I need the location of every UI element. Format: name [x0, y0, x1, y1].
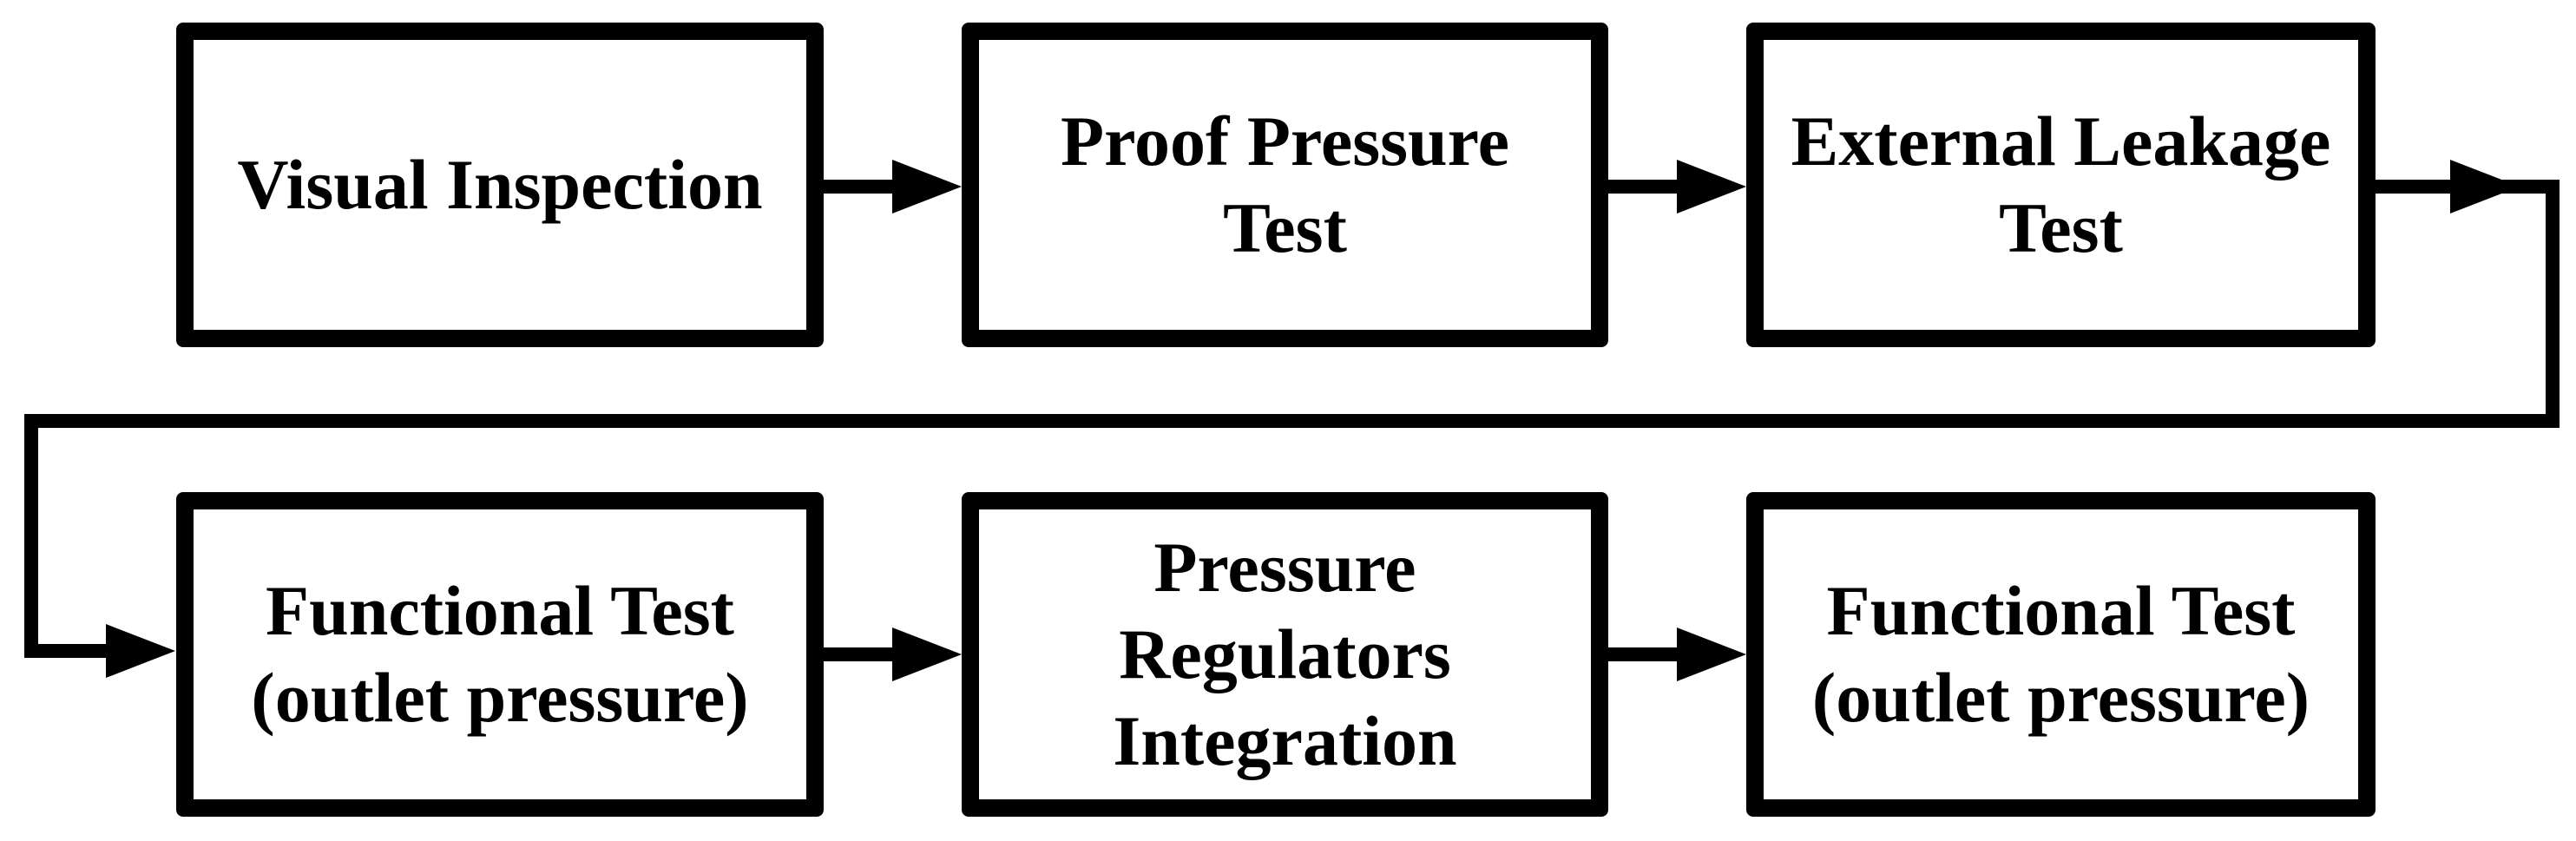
arrow-shaft-visual-to-proof: [823, 180, 896, 194]
node-label-line: Functional Test: [266, 571, 734, 650]
arrow-shaft-functional-to-integration: [823, 647, 896, 661]
arrowhead-proof-to-external: [1677, 160, 1746, 214]
connector-left-vertical: [24, 414, 38, 658]
node-label-line: Visual Inspection: [237, 145, 763, 224]
flow-node-visual-inspection: Visual Inspection: [176, 23, 824, 347]
flow-node-external-leakage-test: External Leakage Test: [1746, 23, 2376, 347]
node-label-line: Pressure: [1153, 528, 1416, 607]
arrow-shaft-integration-to-functional: [1608, 647, 1681, 661]
connector-right-vertical: [2546, 180, 2560, 428]
node-label-line: (outlet pressure): [1811, 658, 2310, 737]
flow-node-functional-test-1: Functional Test (outlet pressure): [176, 492, 824, 817]
arrowhead-integration-to-functional: [1677, 627, 1746, 681]
arrowhead-connector-direction: [2450, 160, 2520, 214]
node-label-line: External Leakage: [1791, 102, 2331, 181]
arrowhead-functional-to-integration: [892, 627, 962, 681]
connector-long-horizontal: [24, 414, 2560, 428]
flow-node-proof-pressure-test: Proof Pressure Test: [962, 23, 1608, 347]
node-label-line: Test: [1223, 188, 1347, 267]
node-label-line: Proof Pressure: [1061, 102, 1509, 181]
arrowhead-into-functional-test: [106, 624, 175, 678]
arrowhead-visual-to-proof: [892, 160, 962, 214]
node-label-line: Test: [1999, 188, 2123, 267]
node-label-line: Regulators: [1119, 614, 1451, 693]
node-label-line: (outlet pressure): [251, 658, 749, 737]
connector-entry-shaft-functional-test: [24, 644, 108, 658]
flow-node-functional-test-2: Functional Test (outlet pressure): [1746, 492, 2376, 817]
node-label-line: Integration: [1113, 701, 1457, 780]
arrow-shaft-proof-to-external: [1608, 180, 1681, 194]
node-label-line: Functional Test: [1826, 571, 2296, 650]
flow-node-pressure-regulators-integration: Pressure Regulators Integration: [962, 492, 1608, 817]
